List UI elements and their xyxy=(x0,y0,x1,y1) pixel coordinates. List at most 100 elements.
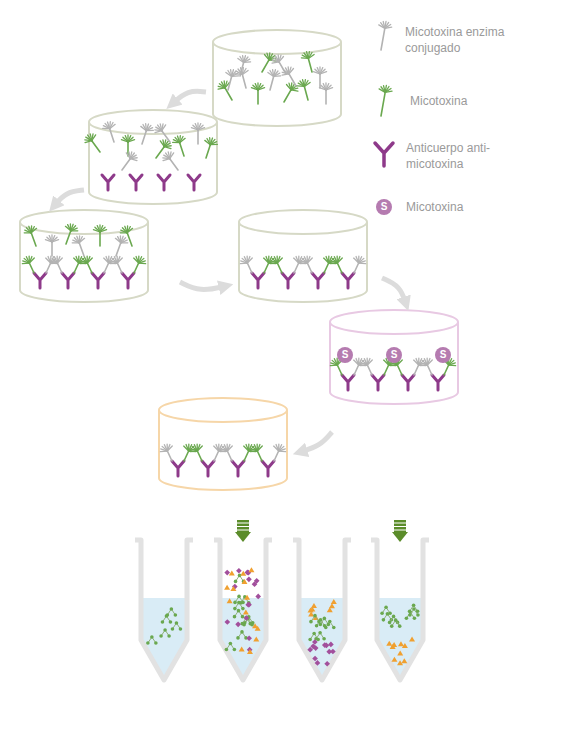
conjugate-icon xyxy=(104,256,116,273)
legend-text: Micotoxina xyxy=(406,199,510,215)
mycotoxin-icon xyxy=(301,52,314,72)
substrate-circle xyxy=(386,347,402,363)
substrate-circle xyxy=(435,347,451,363)
conjugate-icon xyxy=(420,358,432,375)
well-dish xyxy=(330,310,458,404)
conjugate-icon xyxy=(115,236,127,256)
mycotoxin-icon xyxy=(121,135,134,156)
mycotoxin-icon xyxy=(205,138,218,158)
mycotoxin-icon xyxy=(80,256,92,273)
conjugate-icon xyxy=(122,152,137,170)
conjugate-icon xyxy=(72,236,84,256)
well-dish xyxy=(213,30,341,126)
conjugate-icon xyxy=(163,152,178,170)
well-dish xyxy=(239,210,367,302)
conjugate-icon xyxy=(379,21,392,50)
conjugate-icon xyxy=(274,444,286,461)
step-arrow xyxy=(172,91,206,104)
mycotoxin-icon xyxy=(93,225,106,246)
conjugate-icon xyxy=(160,444,172,461)
antibody-icon xyxy=(342,273,354,288)
mycotoxin-icon xyxy=(173,136,185,156)
substrate-letter: S xyxy=(386,347,402,363)
conjugate-icon xyxy=(360,358,372,375)
well-dish xyxy=(159,398,287,490)
antibody-icon xyxy=(188,175,200,190)
antibody-icon xyxy=(172,461,184,476)
step-arrow xyxy=(180,282,226,289)
mycotoxin-icon xyxy=(244,444,256,461)
antibody-icon xyxy=(402,375,414,390)
well-dish xyxy=(20,210,148,302)
test-tube xyxy=(135,540,193,680)
antibody-icon xyxy=(375,143,393,166)
conjugate-icon xyxy=(45,235,58,256)
antibody-icon xyxy=(432,375,444,390)
conjugate-icon xyxy=(319,83,332,104)
conjugate-icon xyxy=(268,70,281,90)
mycotoxin-icon xyxy=(379,85,392,116)
antibody-icon xyxy=(202,461,214,476)
antibody-icon xyxy=(122,273,134,288)
antibody-icon xyxy=(158,175,170,190)
mycotoxin-icon xyxy=(184,444,196,461)
mycotoxin-icon xyxy=(74,256,86,273)
mycotoxin-icon xyxy=(22,256,34,273)
mycotoxin-icon xyxy=(324,256,336,273)
step-arrow xyxy=(382,278,406,304)
mycotoxin-icon xyxy=(297,80,310,100)
conjugate-icon xyxy=(238,56,251,76)
legend-icons xyxy=(375,21,393,166)
substrate-letter: S xyxy=(376,199,392,215)
conjugate-icon xyxy=(220,444,232,461)
antibody-icon xyxy=(102,175,114,190)
antibody-icon xyxy=(252,273,264,288)
conjugate-icon xyxy=(226,70,239,90)
conjugate-icon xyxy=(272,55,286,74)
mycotoxin-icon xyxy=(270,256,282,273)
mycotoxin-icon xyxy=(264,256,276,273)
conjugate-icon xyxy=(191,123,204,144)
well-dish xyxy=(85,110,217,204)
conjugate-icon xyxy=(214,444,226,461)
conjugate-icon xyxy=(50,256,62,273)
legend-text: Anticuerpo anti-micotoxina xyxy=(406,140,510,172)
mycotoxin-icon xyxy=(250,444,262,461)
substrate-letter: S xyxy=(337,347,353,363)
conjugate-icon xyxy=(294,256,306,273)
conjugate-icon xyxy=(103,122,115,142)
antibody-icon xyxy=(372,375,384,390)
mycotoxin-icon xyxy=(85,134,100,152)
antibody-icon xyxy=(262,461,274,476)
antibody-icon xyxy=(92,273,104,288)
mycotoxin-icon xyxy=(120,226,132,246)
conjugate-icon xyxy=(110,256,122,273)
conjugate-icon xyxy=(141,124,154,144)
antibody-icon xyxy=(342,375,354,390)
conjugate-icon xyxy=(414,358,426,375)
conjugate-icon xyxy=(354,358,366,375)
test-tube xyxy=(371,540,429,680)
antibody-icon xyxy=(34,273,46,288)
conjugate-icon xyxy=(300,256,312,273)
conjugate-icon xyxy=(313,67,326,88)
antibody-icon xyxy=(62,273,74,288)
test-tube xyxy=(293,540,351,680)
conjugate-icon xyxy=(155,124,170,142)
mycotoxin-icon xyxy=(251,83,264,104)
mycotoxin-icon xyxy=(24,226,36,246)
antibody-icon xyxy=(312,273,324,288)
conjugate-icon xyxy=(240,256,252,273)
conjugate-icon xyxy=(354,256,366,273)
legend-text: Micotoxina xyxy=(410,93,514,109)
antibody-icon xyxy=(282,273,294,288)
mycotoxin-icon xyxy=(190,444,202,461)
mycotoxin-icon xyxy=(330,256,342,273)
legend-text: Micotoxina enzima conjugado xyxy=(405,24,509,56)
step-arrow xyxy=(54,190,84,206)
mycotoxin-icon xyxy=(156,140,171,158)
substrate-circle xyxy=(337,347,353,363)
substrate-circle xyxy=(376,199,392,215)
pipette-arrow xyxy=(392,520,408,542)
